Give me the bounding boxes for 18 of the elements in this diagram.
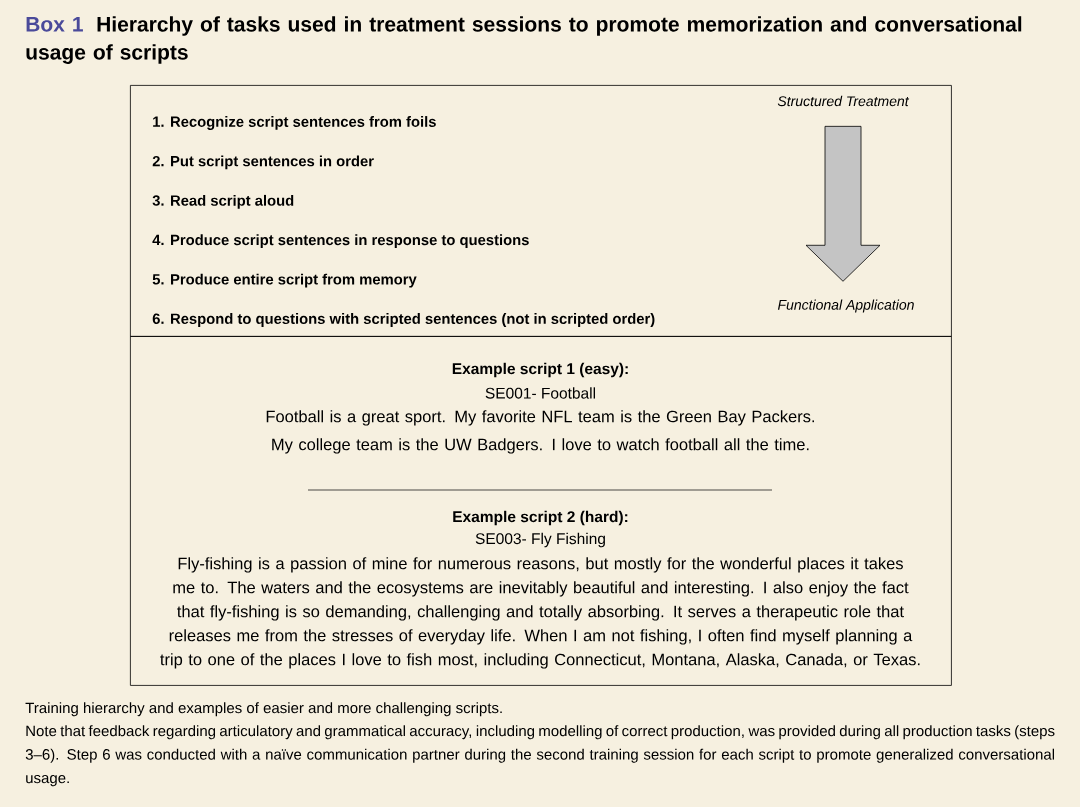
heading: Example script 1 (easy): (452, 362, 628, 378)
paragraph: Football is a great sport. My favorite NFL team is the Green Bay Packers. My college team is the UW Badgers. I love to watch football all the time. (266, 410, 815, 454)
list-item: 6. Respond to questions with scripted sentences (not in scripted order) (152, 313, 655, 327)
axis-label: Functional Application (777, 299, 914, 313)
caption: Training hierarchy and examples of easier and more challenging scripts. (25, 702, 502, 717)
list-item: 4. Produce script sentences in response to questions (152, 234, 529, 249)
note: Note that feedback regarding articulatory and grammatical accuracy, including modelling of correct production, was provided during all production tasks (steps 3–6). Step 6 was conducted with a naïve communication partner during the second training session for each script to promote generalized conversational usage. (25, 725, 1055, 787)
heading: Example script 2 (hard): (453, 510, 628, 526)
subheading: SE001- Football (485, 387, 595, 399)
heading: Box 1 Hierarchy of tasks used in treatment sessions to promote memorization and conversational usage of scripts (26, 16, 1022, 64)
list-item: 3. Read script aloud (152, 194, 294, 209)
subheading: SE003- Fly Fishing (475, 532, 605, 548)
list-item: 2. Put script sentences in order (152, 155, 374, 170)
list-item: 1. Recognize script sentences from foils (153, 116, 436, 130)
list-item: 5. Produce entire script from memory (152, 273, 417, 288)
paragraph: Fly-fishing is a passion of mine for numerous reasons, but mostly for the wonderful places it takes me to. The waters and the ecosystems are inevitably beautiful and interesting. I also enjoy the fact that fly-fishing is so demanding, challenging and totally absorbing. It serves a therapeutic role that releases me from the stresses of everyday life. When I am not fishing, I often find myself planning a trip to one of the places I love to fish most, including Connecticut, Montana, Alaska, Canada, or Texas. (160, 557, 920, 669)
axis-label: Structured Treatment (777, 95, 910, 107)
block-arrow (805, 125, 881, 282)
